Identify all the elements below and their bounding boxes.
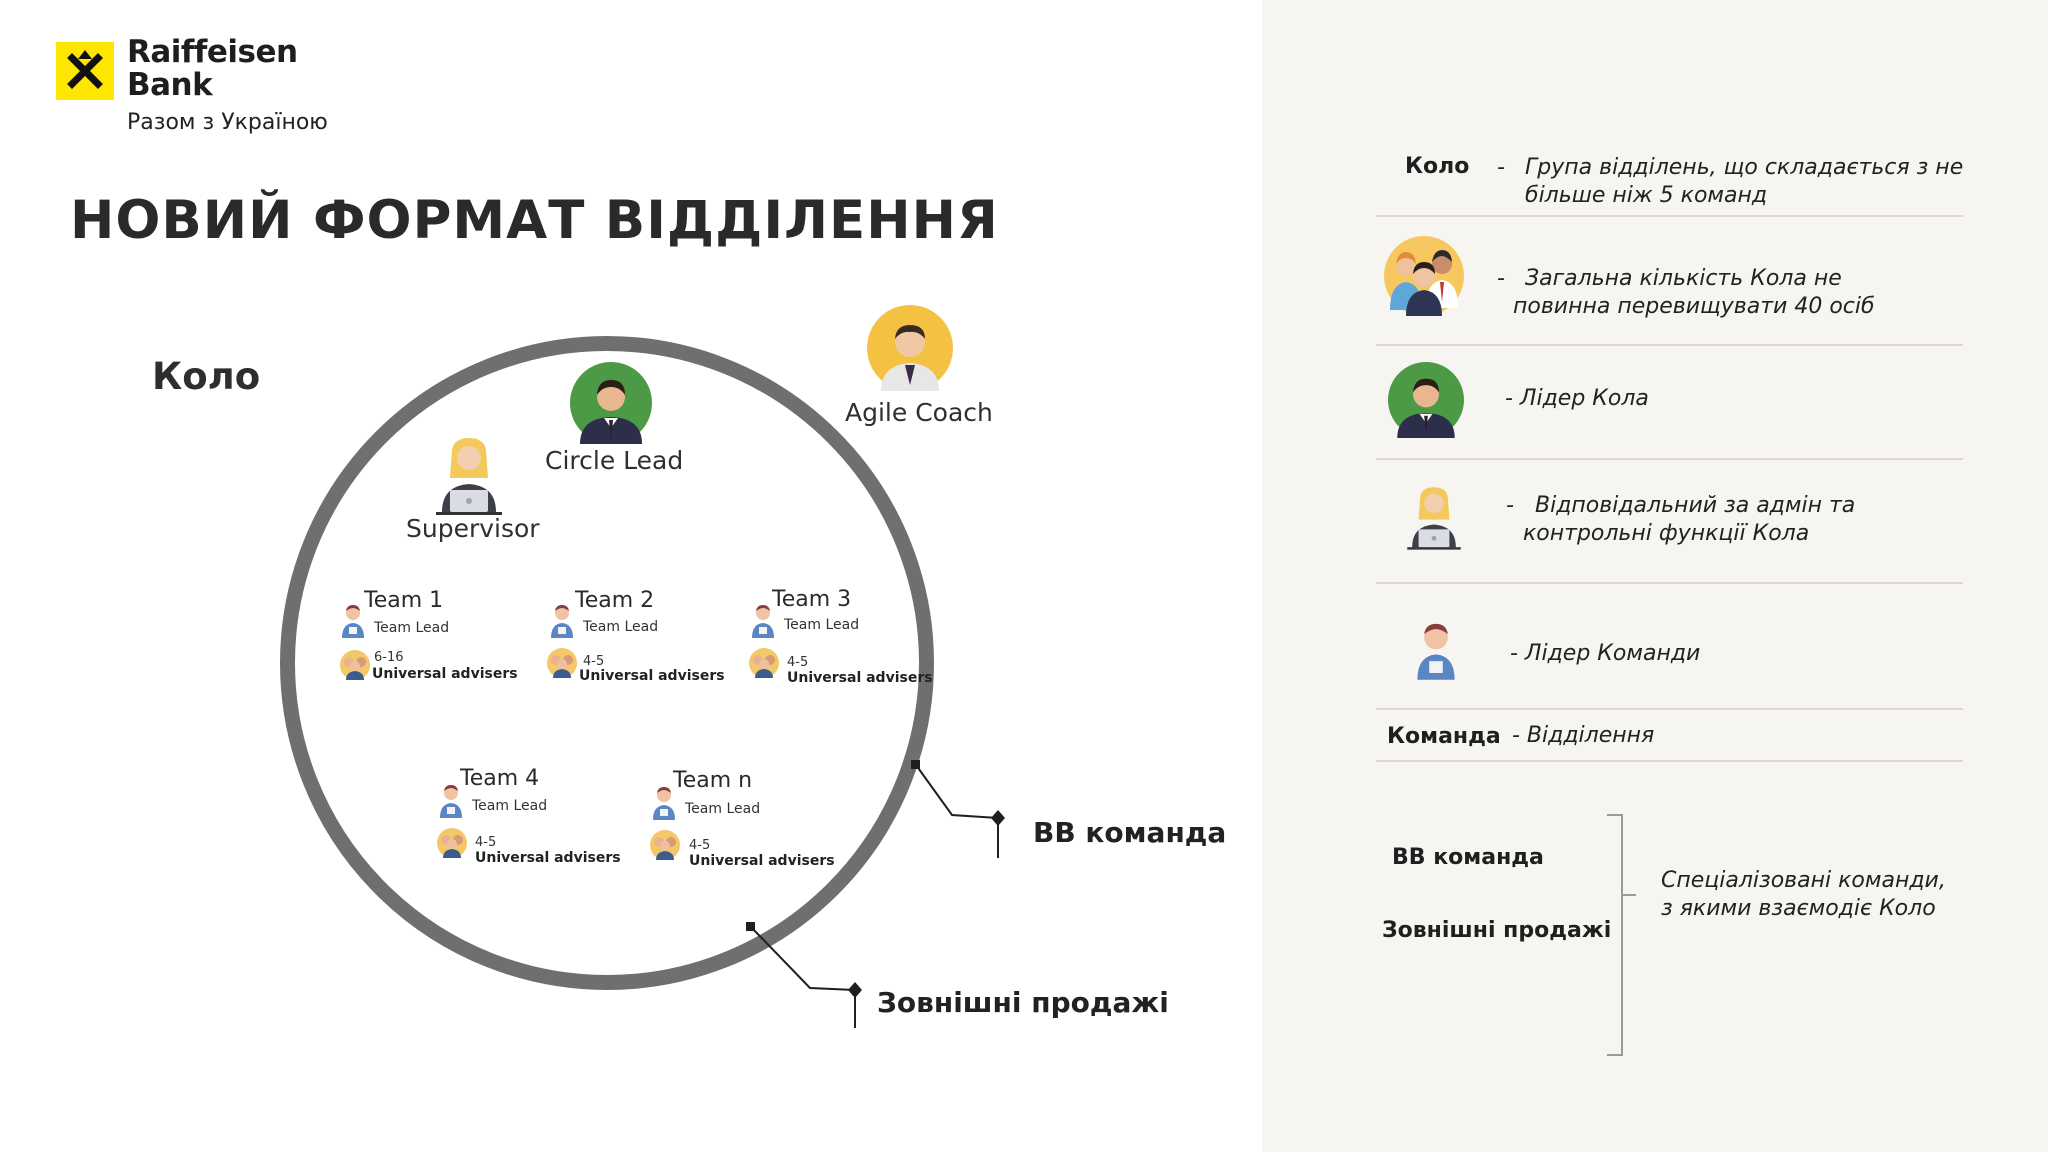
bb-diamond-marker	[991, 810, 1005, 826]
bb-team-callout: ВВ команда	[1033, 816, 1227, 849]
team-lead-icon	[752, 605, 774, 638]
legend-headcount-line2: повинна перевищувати 40 осіб	[1513, 294, 1875, 319]
circle-lead-avatar-icon	[570, 362, 652, 444]
team-4-name: Team 4	[460, 766, 540, 791]
raiffeisen-logo-icon	[56, 42, 114, 100]
sales-anchor-marker	[746, 922, 755, 931]
advisers-group-icon	[547, 648, 577, 678]
legend-circle-line2: більше ніж 5 команд	[1525, 183, 1768, 208]
team-1-lead: Team Lead	[374, 620, 450, 636]
team-2-advisers: Universal advisers	[579, 668, 725, 684]
advisers-group-icon	[437, 828, 467, 858]
team-2-lead: Team Lead	[583, 619, 659, 635]
team-4-advisers: Universal advisers	[475, 850, 621, 866]
team-leader-icon	[1417, 623, 1455, 680]
legend-circle-term: Коло	[1405, 154, 1470, 179]
circle-leader-icon	[1388, 362, 1464, 438]
group-avatar-icon	[1384, 236, 1464, 316]
team-4-count: 4-5	[475, 835, 497, 850]
team-3-advisers: Universal advisers	[787, 670, 933, 686]
advisers-group-icon	[340, 650, 370, 680]
legend-separator	[1376, 458, 1963, 460]
legend-admin-dash: -	[1506, 493, 1514, 518]
sales-diamond-marker	[848, 982, 862, 998]
circle-lead-label: Circle Lead	[545, 446, 684, 475]
legend-bb-team-term: ВВ команда	[1392, 845, 1544, 870]
legend-specialized-line2: з якими взаємодіє Коло	[1661, 896, 1936, 921]
legend-headcount-dash: -	[1497, 266, 1505, 291]
team-n-advisers: Universal advisers	[689, 853, 835, 869]
team-lead-icon	[653, 787, 675, 820]
legend-circle-leader: - Лідер Кола	[1505, 386, 1649, 411]
legend-separator	[1376, 582, 1963, 584]
legend-team-term: Команда	[1387, 724, 1501, 749]
team-n-name: Team n	[673, 768, 753, 793]
legend-separator	[1376, 760, 1963, 762]
team-1-advisers: Universal advisers	[372, 666, 518, 682]
legend-admin-line2: контрольні функції Кола	[1523, 521, 1810, 546]
team-3-count: 4-5	[787, 655, 809, 670]
legend-admin-line1: Відповідальний за адмін та	[1535, 493, 1856, 518]
legend-bracket	[1607, 814, 1623, 1056]
team-lead-icon	[551, 605, 573, 638]
team-n-lead: Team Lead	[685, 801, 761, 817]
legend-panel	[1262, 0, 2048, 1152]
page-title: НОВИЙ ФОРМАТ ВІДДІЛЕННЯ	[70, 190, 999, 251]
team-lead-icon	[342, 605, 364, 638]
supervisor-avatar-icon	[436, 438, 502, 515]
team-3-lead: Team Lead	[784, 617, 860, 633]
legend-circle-line1: Група відділень, що складається з не	[1525, 155, 1964, 180]
agile-coach-avatar-icon	[867, 305, 953, 391]
team-4-lead: Team Lead	[472, 798, 548, 814]
external-sales-callout: Зовнішні продажі	[877, 986, 1169, 1019]
team-3-name: Team 3	[772, 587, 852, 612]
supervisor-label: Supervisor	[406, 514, 540, 543]
supervisor-icon	[1407, 487, 1461, 550]
team-1-count: 6-16	[374, 650, 404, 665]
team-2-count: 4-5	[583, 654, 605, 669]
team-lead-icon	[440, 785, 462, 818]
legend-specialized-line1: Спеціалізовані команди,	[1661, 868, 1946, 893]
advisers-group-icon	[749, 648, 779, 678]
legend-headcount-line1: Загальна кількість Кола не	[1525, 266, 1842, 291]
legend-circle-dash: -	[1497, 155, 1505, 180]
team-1-name: Team 1	[364, 588, 444, 613]
team-2-name: Team 2	[575, 588, 655, 613]
legend-separator	[1376, 344, 1963, 346]
legend-team-leader: - Лідер Команди	[1510, 641, 1701, 666]
brand-name: Raiffeisen Bank	[127, 34, 298, 103]
legend-external-sales-term: Зовнішні продажі	[1382, 918, 1612, 943]
advisers-group-icon	[650, 830, 680, 860]
legend-separator	[1376, 215, 1963, 217]
team-n-count: 4-5	[689, 838, 711, 853]
bb-anchor-marker	[911, 760, 920, 769]
legend-separator	[1376, 708, 1963, 710]
legend-team-text: - Відділення	[1512, 723, 1655, 748]
agile-coach-label: Agile Coach	[845, 398, 993, 427]
circle-label: Коло	[152, 355, 261, 398]
brand-tagline: Разом з Україною	[127, 110, 328, 135]
